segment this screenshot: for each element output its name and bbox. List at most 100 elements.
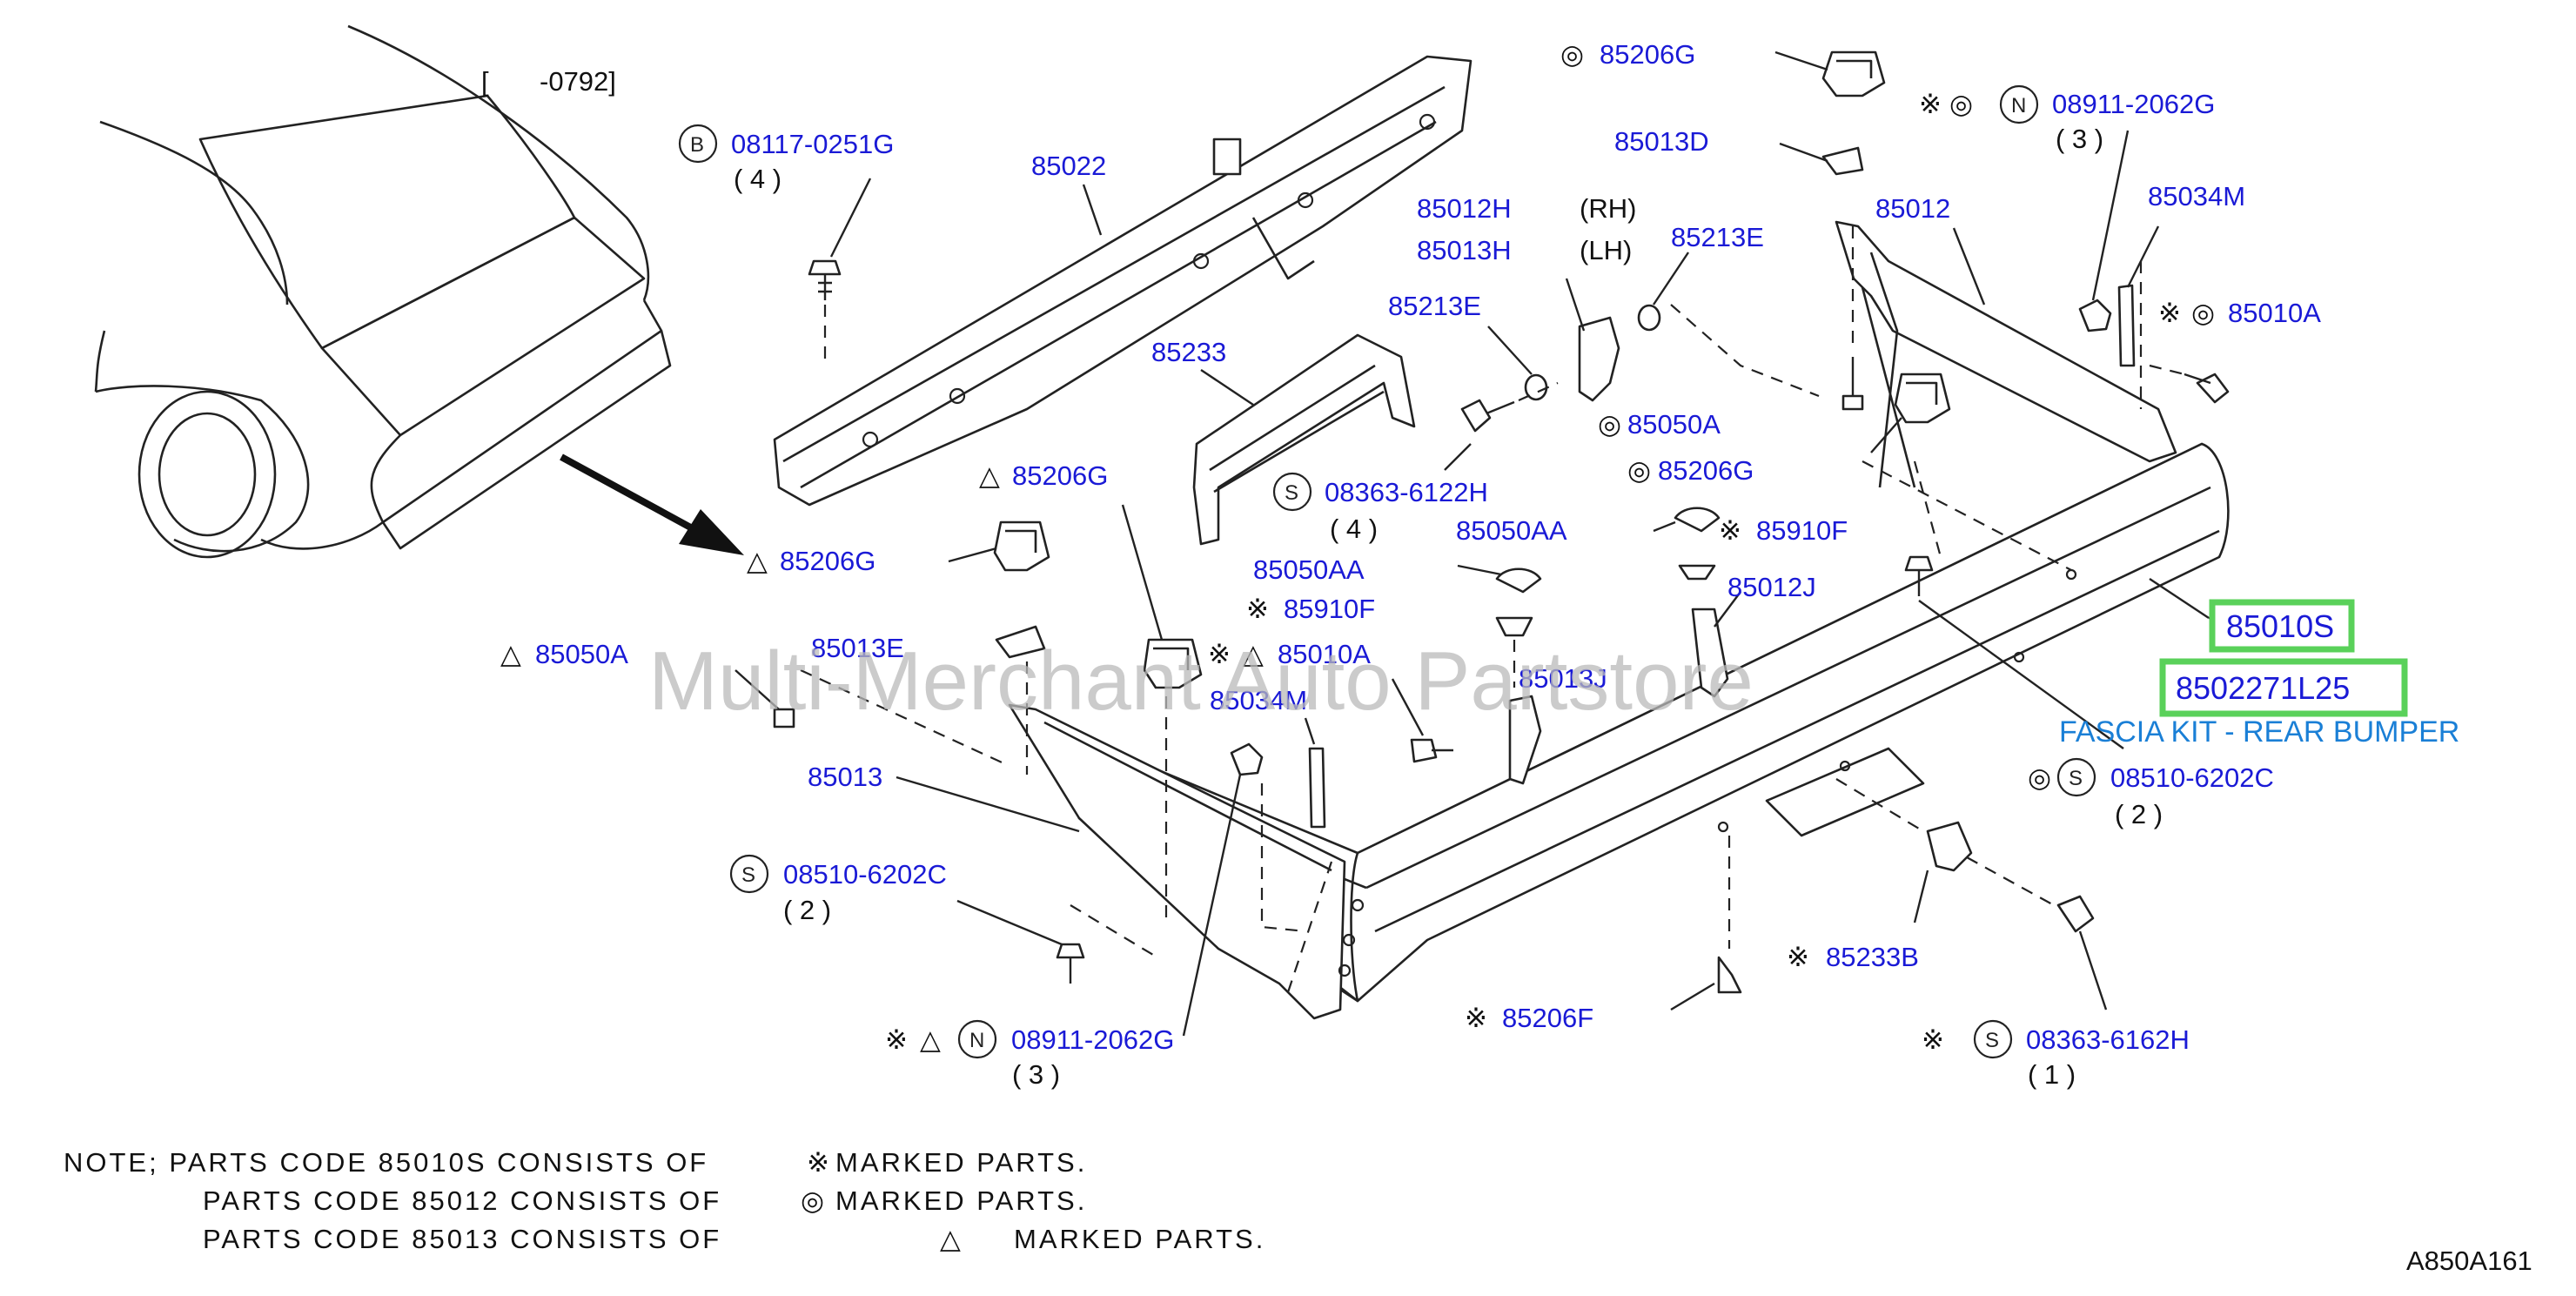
direction-arrow xyxy=(560,453,744,555)
part-85034M-strip-right xyxy=(2117,225,2160,367)
screw-symbol-letter-08510-right: S xyxy=(2069,767,2083,790)
part-85206G-clip-center xyxy=(1121,504,1203,923)
label-08117-0251G: 08117-0251G xyxy=(731,129,894,159)
nut-symbol-letter-left: N xyxy=(969,1029,984,1052)
qty-08911-right: ( 3 ) xyxy=(2056,124,2103,154)
label-85213E-a: 85213E xyxy=(1671,222,1764,252)
part-85022-reinforcement xyxy=(773,55,1472,507)
qty-08117: ( 4 ) xyxy=(734,164,782,194)
part-85910F-clip-left xyxy=(1495,616,1533,688)
kome-mark-08911-left: ※ xyxy=(885,1024,908,1055)
nut-symbol-letter-right: N xyxy=(2011,94,2026,118)
part-85034M-strip-mid xyxy=(1308,747,1326,829)
kome-mark-85010A-mid: ※ xyxy=(1208,639,1231,669)
label-85034M-right: 85034M xyxy=(2148,181,2245,212)
part-85013-bumper-side-left xyxy=(1008,703,1365,1020)
part-85013D-plate xyxy=(1779,142,1864,176)
part-85233B-clip xyxy=(1835,778,1973,923)
part-85910F-clip-right xyxy=(1678,564,1716,581)
part-85013J-bracket xyxy=(1508,695,1542,785)
part-bolt-08117 xyxy=(808,178,872,366)
label-85050A-mid: 85050A xyxy=(1627,409,1721,440)
part-nut-08911-right xyxy=(2078,130,2130,332)
label-85233: 85233 xyxy=(1151,337,1226,367)
label-85910F-a: 85910F xyxy=(1756,515,1848,546)
label-85206G-left: 85206G xyxy=(1012,460,1108,491)
part-85206G-clip-mid xyxy=(1870,373,1951,453)
label-85233B: 85233B xyxy=(1826,942,1919,972)
part-85050A-screw-mid xyxy=(1841,226,1864,411)
note-line-1-mark: ※ xyxy=(807,1147,832,1178)
label-85206F: 85206F xyxy=(1502,1003,1593,1033)
label-85013J: 85013J xyxy=(1519,663,1607,694)
nut-symbol-right: N xyxy=(1999,84,2039,124)
part-number-8502271L25[interactable]: 8502271L25 xyxy=(2176,670,2350,706)
part-85233-bracket xyxy=(1192,333,1416,546)
note-line-2-prefix: PARTS CODE 85012 CONSISTS OF xyxy=(203,1185,721,1216)
car-rear-view xyxy=(94,24,672,559)
assembly-lines xyxy=(1260,261,2143,993)
bolt-symbol: B xyxy=(678,124,718,164)
label-85050A-left: 85050A xyxy=(535,639,628,669)
double-circle-mark-85206G-mid: ◎ xyxy=(1627,455,1651,486)
label-85206G-mid: 85206G xyxy=(1658,455,1754,486)
part-nut-08911-left xyxy=(1182,742,1264,1037)
kome-mark-85206F: ※ xyxy=(1465,1003,1487,1033)
double-circle-mark-08510-right: ◎ xyxy=(2028,762,2051,793)
label-lh: (LH) xyxy=(1580,235,1632,265)
part-85010A-screw-mid xyxy=(1391,678,1453,763)
kome-mark-85910F-b: ※ xyxy=(1246,594,1269,624)
kome-mark-85910F-a: ※ xyxy=(1719,515,1741,546)
label-85050AA-b: 85050AA xyxy=(1253,554,1365,585)
kit-code-85010S[interactable]: 85010S xyxy=(2226,608,2334,644)
label-85034M-mid: 85034M xyxy=(1210,685,1307,715)
label-85012: 85012 xyxy=(1875,193,1950,224)
range-bracket: [ xyxy=(481,66,489,97)
part-85010A-screw-right xyxy=(2149,364,2230,404)
screw-symbol-letter-08363-6162H: S xyxy=(1985,1029,1999,1052)
part-85206F-clip xyxy=(1670,836,1742,1011)
label-85010A-right: 85010A xyxy=(2228,298,2321,328)
label-85012H: 85012H xyxy=(1417,193,1512,224)
screw-symbol-letter-08363-6122H: S xyxy=(1285,481,1298,505)
label-85213E-b: 85213E xyxy=(1388,291,1481,321)
note-line-2-mark: ◎ xyxy=(801,1185,827,1216)
part-85050A-screw-left xyxy=(735,669,1010,767)
qty-08911-left: ( 3 ) xyxy=(1012,1059,1060,1090)
note-line-1-suffix: MARKED PARTS. xyxy=(835,1147,1087,1178)
part-screw-08510-right xyxy=(1904,460,2124,749)
label-85050AA-a: 85050AA xyxy=(1456,515,1567,546)
label-85206G-top: 85206G xyxy=(1600,39,1695,70)
label-85012J: 85012J xyxy=(1727,572,1816,602)
label-85013: 85013 xyxy=(808,762,882,792)
triangle-mark-85206G-left: △ xyxy=(979,460,1000,491)
label-08510-6202C-right: 08510-6202C xyxy=(2110,762,2274,793)
watermark: Multi-Merchant Auto Partstore xyxy=(648,635,1754,728)
double-circle-mark-85050A-mid: ◎ xyxy=(1598,409,1621,440)
part-85050AA-clip-right xyxy=(1653,507,1721,533)
triangle-mark-85050A-left: △ xyxy=(500,639,521,669)
part-85213E-washer-b xyxy=(1487,326,1548,401)
part-screw-08363-6162H xyxy=(1966,856,2108,1011)
note-line-3-prefix: PARTS CODE 85013 CONSISTS OF xyxy=(203,1224,721,1254)
note-line-2-suffix: MARKED PARTS. xyxy=(835,1185,1087,1216)
part-85213E-washer-a xyxy=(1637,252,1689,332)
label-08363-6122H: 08363-6122H xyxy=(1325,477,1488,507)
note-line-3-suffix: MARKED PARTS. xyxy=(1014,1224,1265,1254)
qty-08363-6122H: ( 4 ) xyxy=(1330,514,1378,544)
bolt-symbol-letter: B xyxy=(690,133,704,157)
part-screw-08363-6122H xyxy=(1444,381,1559,471)
range-code: -0792] xyxy=(540,66,616,97)
double-circle-mark-85010A-right: ◎ xyxy=(2191,298,2215,328)
part-85206G-clip-top xyxy=(1774,50,1886,97)
label-85910F-b: 85910F xyxy=(1284,594,1375,624)
part-85012H-bracket xyxy=(1565,278,1620,402)
label-08911-2062G-left: 08911-2062G xyxy=(1011,1024,1174,1055)
screw-symbol-08363-6162H: S xyxy=(1973,1019,2013,1059)
screw-symbol-08510-right: S xyxy=(2056,757,2096,797)
part-85013E-plate xyxy=(995,625,1046,775)
kome-mark-08911-right: ※ xyxy=(1919,89,1942,119)
part-85012-bumper-side-right xyxy=(1835,220,2177,488)
qty-08363-6162H: ( 1 ) xyxy=(2028,1059,2076,1090)
